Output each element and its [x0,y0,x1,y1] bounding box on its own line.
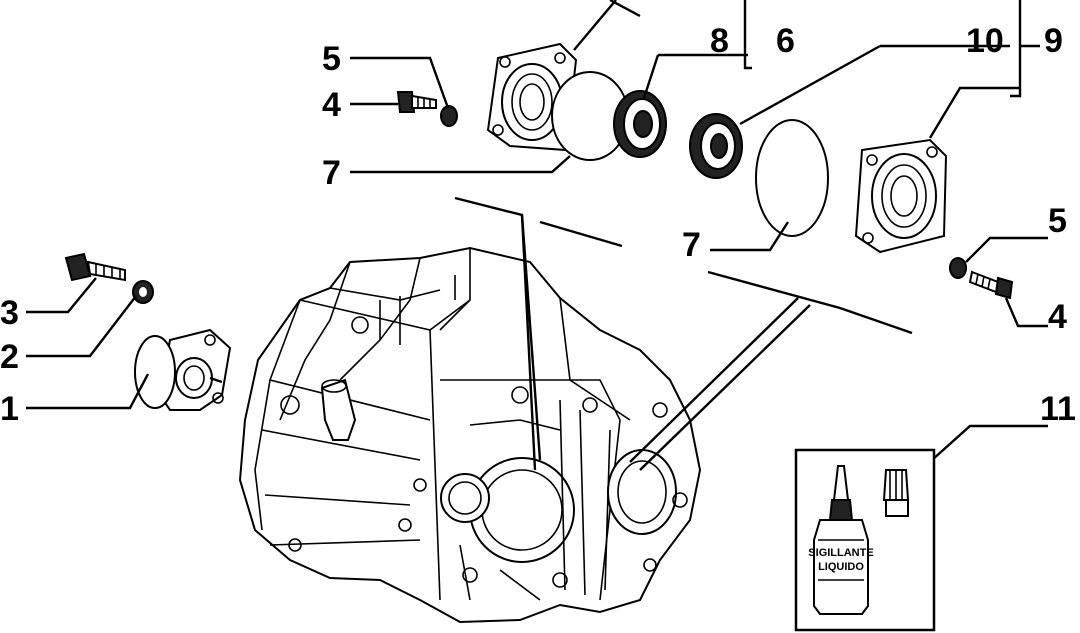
part-4-bolt-upper [396,91,437,113]
part-2-washer [132,280,154,304]
part-5-washer-lower [949,257,967,279]
callout-5-lower: 5 [1048,202,1067,240]
part-4-bolt-lower [968,270,1014,300]
gearbox-housing [238,246,702,624]
callout-9: 9 [1044,22,1063,60]
callout-4-lower: 4 [1048,298,1067,336]
callout-1: 1 [0,390,19,428]
sealant-label-line1: SIGILLANTE [808,547,873,559]
callout-10: 10 [966,22,1004,60]
callout-8: 8 [710,22,729,60]
callout-7-upper: 7 [322,154,341,192]
part-7-o-ring-lower [755,119,829,237]
part-8-oil-seal [613,90,667,158]
callout-6: 6 [776,22,795,60]
part-11-sealant-kit: SIGILLANTE LIQUIDO [794,448,936,632]
sealant-label-line2: LIQUIDO [818,561,864,573]
callout-leaders [26,0,1048,461]
callout-11: 11 [1040,390,1076,428]
sealant-bottle [813,519,869,615]
part-5-washer-upper [440,105,458,127]
callout-2: 2 [0,338,19,376]
part-9-bearing-cover [854,138,948,254]
part-1-guide-sleeve [134,328,232,411]
callout-labels: 1 2 3 4 5 6 7 8 10 9 7 5 4 11 [0,22,1076,428]
callout-5-upper: 5 [322,40,341,78]
callout-4-upper: 4 [322,86,341,124]
housing-leader-lines [454,196,913,471]
callout-7-lower: 7 [682,226,701,264]
callout-3: 3 [0,294,19,332]
part-3-bolt [64,252,126,282]
part-10-oil-seal [689,113,743,179]
